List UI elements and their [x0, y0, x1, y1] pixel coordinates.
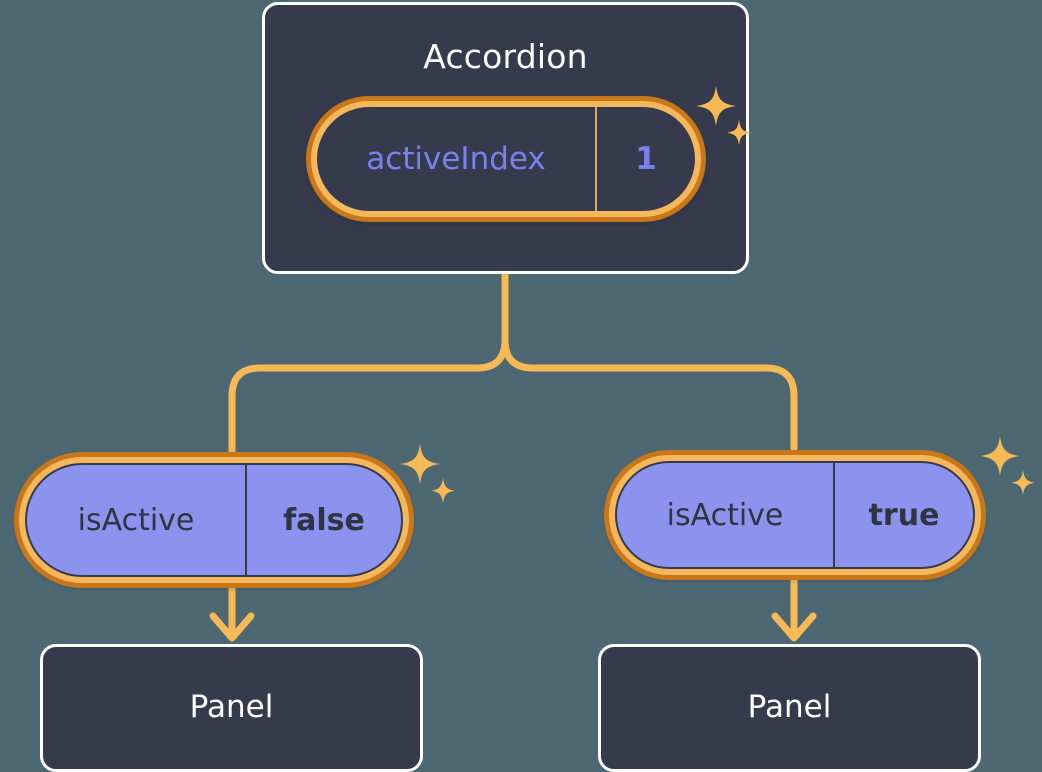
prop-pill-isactive-false[interactable]: isActive false — [14, 452, 414, 588]
prop-pill-activeindex[interactable]: activeIndex 1 — [306, 96, 706, 222]
connector-branch-left — [228, 336, 509, 456]
panel-title-left: Panel — [189, 689, 274, 725]
panel-title-right: Panel — [747, 689, 832, 725]
pill-body: isActive false — [25, 463, 403, 577]
prop-name-activeindex: activeIndex — [317, 107, 597, 211]
panel-component-card-right[interactable]: Panel — [598, 644, 981, 772]
pill-ring-inner: isActive false — [19, 457, 409, 583]
pill-ring-inner: isActive true — [609, 455, 981, 575]
prop-value-activeindex: 1 — [635, 141, 657, 177]
prop-value-isactive-right: true — [868, 497, 940, 533]
pill-body: isActive true — [615, 461, 975, 569]
pill-body: activeIndex 1 — [317, 107, 695, 211]
prop-pill-isactive-true[interactable]: isActive true — [604, 450, 986, 580]
arrowhead-left — [209, 612, 255, 642]
connector-branch-right — [501, 336, 798, 456]
panel-component-card-left[interactable]: Panel — [40, 644, 423, 772]
prop-name-isactive-right: isActive — [617, 463, 835, 567]
sparkle-large-icon — [980, 436, 1035, 495]
arrowhead-right — [771, 612, 817, 642]
prop-name-isactive-left: isActive — [27, 465, 247, 575]
pill-ring-inner: activeIndex 1 — [311, 101, 701, 217]
accordion-title: Accordion — [423, 37, 588, 76]
prop-value-isactive-left: false — [283, 502, 365, 538]
